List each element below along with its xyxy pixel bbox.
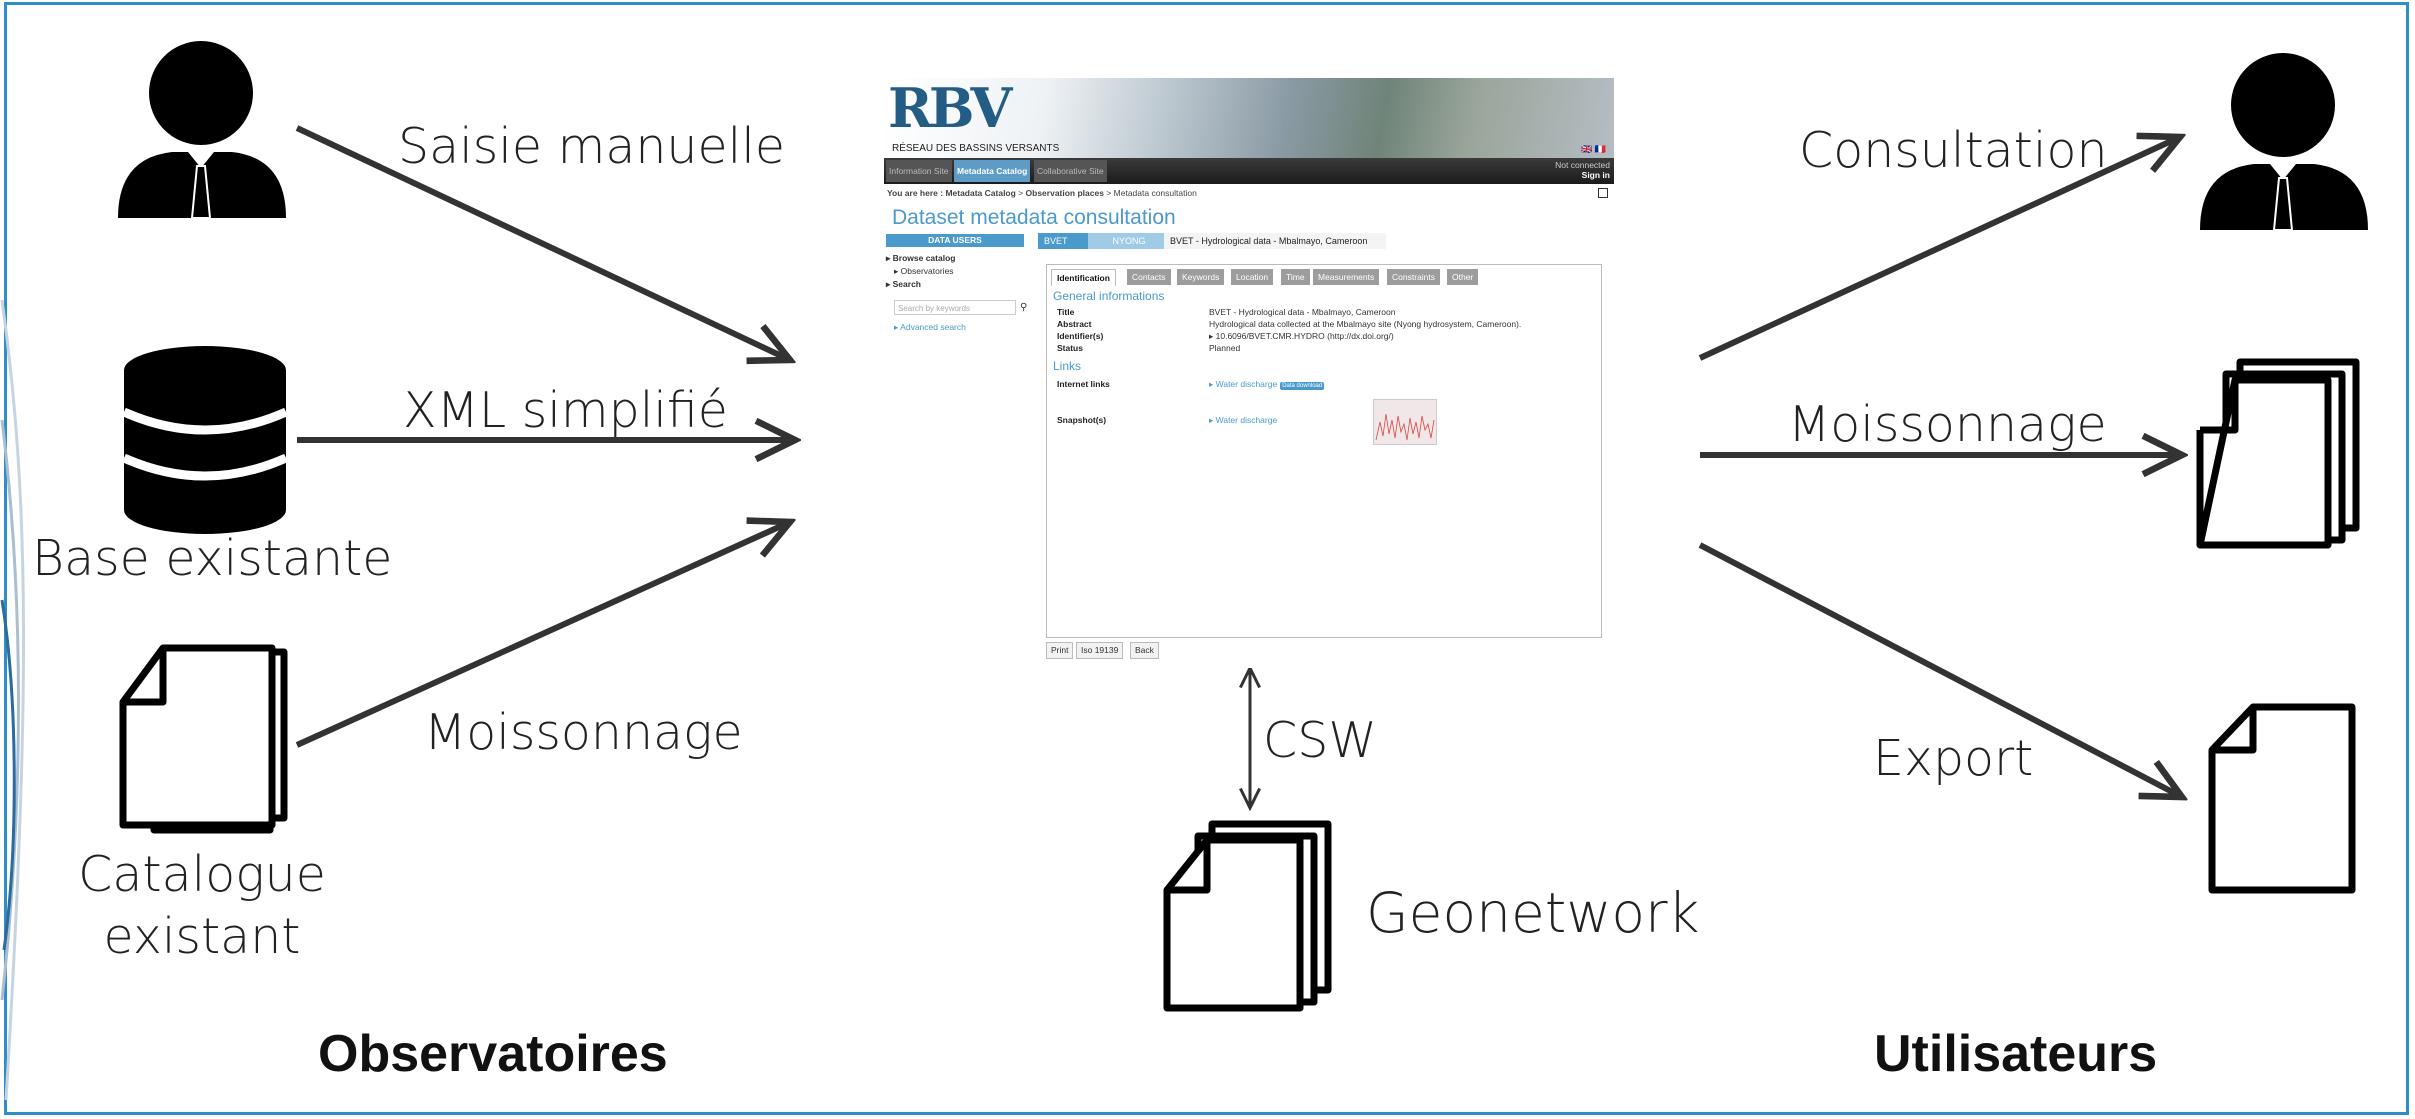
tab-location[interactable]: Location (1231, 269, 1274, 285)
sidebar-observatories-row: ▸ Observatories (894, 266, 954, 276)
nav-tab-information-site[interactable]: Information Site (886, 160, 952, 182)
rbv-logo: RBV (888, 78, 1012, 140)
water-discharge-link[interactable]: ▸ Water discharge (1209, 379, 1278, 389)
catalog-screenshot: RBV RÉSEAU DES BASSINS VERSANTS 🇬🇧 🇫🇷 In… (884, 78, 1614, 668)
decorative-curves (0, 299, 26, 1101)
snapshots-key: Snapshot(s) (1057, 415, 1107, 425)
iso19139-button[interactable]: Iso 19139 (1076, 642, 1124, 659)
user-icon-right (2200, 53, 2368, 231)
search-icon[interactable]: ⚲ (1020, 302, 1028, 313)
links-heading: Links (1053, 359, 1082, 373)
snapshot-link[interactable]: ▸ Water discharge (1209, 415, 1278, 425)
site-banner (884, 78, 1614, 158)
tab-identification[interactable]: Identification (1051, 269, 1116, 286)
label-geonetwork: Geonetwork (1366, 881, 1700, 945)
label-manual-entry: Saisie manuelle (398, 118, 785, 175)
top-navbar: Information Site Metadata Catalog Collab… (884, 158, 1614, 184)
tab-time[interactable]: Time (1281, 269, 1310, 285)
internet-links-key: Internet links (1057, 379, 1110, 389)
arrow-harvest-left (295, 522, 790, 748)
nav-tab-metadata-catalog[interactable]: Metadata Catalog (954, 160, 1031, 182)
connection-status: Not connected (1555, 160, 1610, 170)
tab-constraints[interactable]: Constraints (1387, 269, 1440, 285)
breadcrumb-chevron-nyong[interactable]: NYONG (1088, 233, 1170, 249)
label-export: Export (1873, 730, 2034, 787)
sidebar-header: DATA USERS (886, 234, 1024, 247)
sidebar-item-observatories[interactable]: Observatories (900, 266, 954, 276)
snapshot-thumbnail-plot (1375, 413, 1435, 441)
general-informations-heading: General informations (1053, 289, 1165, 303)
arrow-consultation (1698, 137, 2180, 361)
logo-subtitle: RÉSEAU DES BASSINS VERSANTS (892, 143, 1060, 154)
sign-in-link[interactable]: Sign in (1581, 170, 1610, 180)
field-key-abstract: Abstract (1057, 319, 1092, 329)
field-value-abstract: Hydrological data collected at the Mbalm… (1209, 319, 1522, 329)
tab-measurements[interactable]: Measurements (1313, 269, 1380, 285)
print-button[interactable]: Print (1046, 642, 1074, 659)
breadcrumb-chevron-dataset: BVET - Hydrological data - Mbalmayo, Cam… (1164, 233, 1386, 249)
tab-keywords[interactable]: Keywords (1177, 269, 1225, 285)
label-csw: CSW (1263, 712, 1377, 769)
metadata-card: Identification Contacts Keywords Locatio… (1046, 264, 1602, 638)
snapshot-thumbnail[interactable] (1373, 399, 1437, 445)
breadcrumb-sep: > (1018, 188, 1024, 198)
sidebar-item-advanced-search[interactable]: Advanced search (900, 322, 966, 332)
export-document-icon (2208, 703, 2356, 894)
label-existing-catalog-line1: Catalogue (78, 846, 326, 903)
field-value-title: BVET - Hydrological data - Mbalmayo, Cam… (1209, 307, 1396, 317)
geonetwork-documents-icon (1163, 820, 1332, 1012)
account-area: Not connected Sign in (1555, 160, 1610, 180)
breadcrumb-chevron-bvet[interactable]: BVET (1038, 233, 1098, 249)
sidebar-advanced-row: ▸ Advanced search (894, 322, 966, 332)
label-existing-database: Base existante (32, 530, 393, 587)
documents-icon (119, 644, 288, 834)
breadcrumb-prefix: You are here : (887, 188, 944, 198)
sidebar-item-browse[interactable]: Browse catalog (892, 253, 956, 263)
harvest-documents-icon (2196, 358, 2360, 549)
data-download-badge[interactable]: Data download (1280, 382, 1325, 390)
breadcrumb: You are here : Metadata Catalog > Observ… (887, 188, 1197, 198)
external-link-icon[interactable] (1598, 188, 1608, 198)
field-key-identifiers: Identifier(s) (1057, 331, 1104, 341)
breadcrumb-places[interactable]: Observation places (1025, 188, 1104, 198)
language-flags[interactable]: 🇬🇧 🇫🇷 (1581, 144, 1606, 154)
field-value-identifiers: ▸ 10.6096/BVET.CMR.HYDRO (http://dx.doi.… (1209, 331, 1394, 341)
nav-tab-collaborative-site[interactable]: Collaborative Site (1034, 160, 1107, 182)
arrow-manual-entry (295, 125, 790, 360)
sidebar-browse-row: ▸ Browse catalog (886, 253, 956, 263)
label-xml-simplified: XML simplifié (403, 382, 728, 439)
label-harvest-left: Moissonnage (424, 704, 743, 761)
group-title-observatories: Observatoires (318, 1025, 668, 1083)
label-existing-catalog-line2: existant (103, 908, 301, 965)
group-title-users: Utilisateurs (1874, 1025, 2158, 1083)
page-title: Dataset metadata consultation (892, 206, 1176, 229)
slide-frame (4, 2, 2409, 1115)
field-key-title: Title (1057, 307, 1075, 317)
user-icon (118, 41, 286, 219)
tab-contacts[interactable]: Contacts (1127, 269, 1171, 285)
label-harvest-right: Moissonnage (1788, 396, 2107, 453)
search-input[interactable]: Search by keywords (894, 300, 1016, 315)
label-consultation: Consultation (1799, 122, 2108, 179)
sidebar-search-row: ▸ Search (886, 279, 921, 289)
tab-other[interactable]: Other (1447, 269, 1479, 285)
back-button[interactable]: Back (1130, 642, 1159, 659)
breadcrumb-current: > Metadata consultation (1106, 188, 1197, 198)
breadcrumb-catalog[interactable]: Metadata Catalog (945, 188, 1016, 198)
sidebar-item-search[interactable]: Search (892, 279, 921, 289)
database-icon (122, 346, 288, 534)
field-value-status: Planned (1209, 343, 1241, 353)
arrow-export (1698, 542, 2182, 797)
field-key-status: Status (1057, 343, 1083, 353)
